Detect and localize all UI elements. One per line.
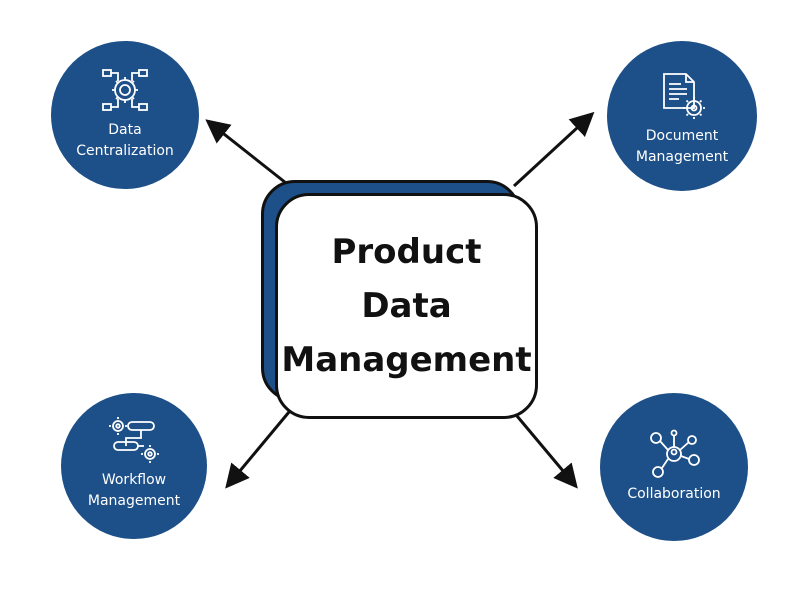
node-data-centralization: Data Centralization	[51, 41, 199, 189]
arrow-to-data-centralization	[205, 119, 287, 185]
node-collaboration: Collaboration	[600, 393, 748, 541]
arrow-to-document-management	[512, 111, 595, 188]
node-document-management: Document Management	[607, 41, 757, 191]
arrow-to-collaboration	[515, 415, 578, 489]
node-label-line-2: Management	[635, 149, 729, 165]
node-workflow-management: Workflow Management	[61, 393, 207, 539]
workflow-gears-icon	[109, 417, 159, 463]
node-label-line-1: Document	[645, 128, 719, 144]
network-gear-icon	[102, 69, 148, 111]
node-label-line-2: Management	[87, 493, 181, 509]
center-title: Product Data Management	[281, 232, 532, 380]
node-label: Collaboration	[627, 485, 721, 502]
node-label-line-1: Data	[108, 122, 142, 138]
center-box: Product Data Management	[275, 193, 538, 419]
people-network-icon	[650, 429, 700, 478]
arrow-to-workflow-management	[225, 411, 291, 489]
document-gear-icon	[663, 73, 705, 119]
node-label-line-1: Workflow	[101, 472, 167, 488]
node-label-line-2: Centralization	[76, 143, 174, 159]
